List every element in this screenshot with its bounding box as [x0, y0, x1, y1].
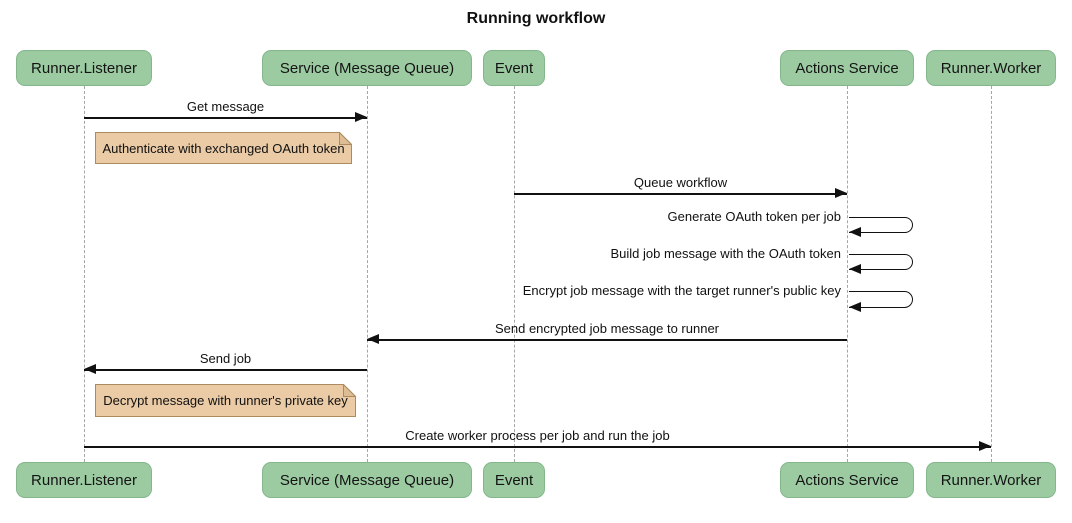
arrowhead-icon: [84, 364, 96, 374]
note-shape: [95, 131, 353, 164]
self-message-label: Generate OAuth token per job: [667, 209, 841, 224]
arrowhead-icon: [355, 112, 367, 122]
participant-label: Actions Service: [795, 471, 899, 489]
participant-label: Runner.Listener: [31, 471, 137, 489]
message-line: [514, 193, 847, 195]
message-label: Queue workflow: [633, 175, 728, 190]
lifeline-actions: [847, 86, 848, 462]
note: Authenticate with exchanged OAuth token: [95, 131, 353, 164]
lifeline-worker: [991, 86, 992, 462]
arrowhead-icon: [849, 264, 861, 274]
message-label: Create worker process per job and run th…: [405, 428, 670, 443]
arrowhead-icon: [849, 227, 861, 237]
note-shape: [95, 383, 357, 417]
participant-event-top: Event: [483, 50, 545, 86]
message-label: Get message: [186, 99, 265, 114]
participant-label: Event: [494, 59, 534, 77]
participant-service-bottom: Service (Message Queue): [262, 462, 472, 498]
message-line: [84, 446, 991, 448]
message-label: Send job: [199, 351, 252, 366]
self-message-label: Encrypt job message with the target runn…: [522, 283, 841, 298]
participant-label: Actions Service: [795, 59, 899, 77]
arrowhead-icon: [367, 334, 379, 344]
arrowhead-icon: [835, 188, 847, 198]
note-label: Decrypt message with runner's private ke…: [103, 393, 348, 408]
self-loop: [849, 254, 913, 270]
lifeline-service: [367, 86, 368, 462]
message-line: [84, 117, 367, 119]
lifeline-listener: [84, 86, 85, 462]
note-label: Authenticate with exchanged OAuth token: [102, 140, 345, 156]
participant-label: Runner.Worker: [940, 471, 1042, 489]
participant-label: Service (Message Queue): [279, 471, 455, 489]
arrowhead-icon: [849, 302, 861, 312]
participant-label: Service (Message Queue): [279, 59, 455, 77]
participant-listener-top: Runner.Listener: [16, 50, 152, 86]
participant-worker-bottom: Runner.Worker: [926, 462, 1056, 498]
self-message-label: Build job message with the OAuth token: [610, 246, 841, 261]
participant-actions-bottom: Actions Service: [780, 462, 914, 498]
diagram-title: Running workflow: [466, 10, 606, 27]
participant-label: Event: [494, 471, 534, 489]
self-loop: [849, 291, 913, 308]
message-line: [84, 369, 367, 371]
message-label: Send encrypted job message to runner: [494, 321, 720, 336]
arrowhead-icon: [979, 441, 991, 451]
self-loop: [849, 217, 913, 233]
note: Decrypt message with runner's private ke…: [95, 383, 357, 417]
participant-listener-bottom: Runner.Listener: [16, 462, 152, 498]
participant-worker-top: Runner.Worker: [926, 50, 1056, 86]
message-line: [367, 339, 847, 341]
lifeline-event: [514, 86, 515, 462]
participant-label: Runner.Worker: [940, 59, 1042, 77]
participant-actions-top: Actions Service: [780, 50, 914, 86]
participant-event-bottom: Event: [483, 462, 545, 498]
participant-service-top: Service (Message Queue): [262, 50, 472, 86]
participant-label: Runner.Listener: [31, 59, 137, 77]
